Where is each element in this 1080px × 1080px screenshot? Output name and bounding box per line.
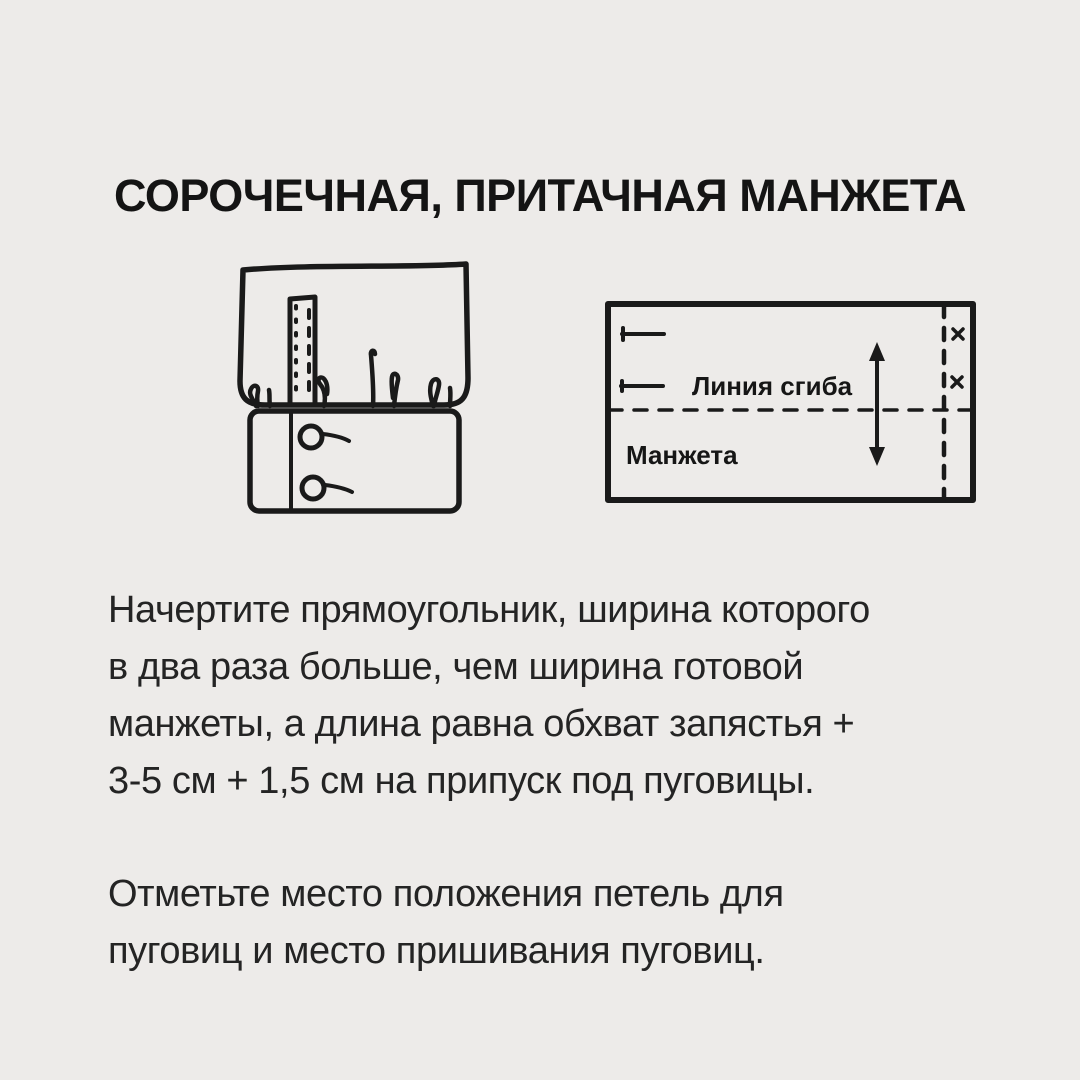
keyhole-buttonhole-icon [297, 423, 351, 451]
buttonhole-mark-icon [619, 379, 665, 393]
fold-line-label: Линия сгиба [692, 371, 853, 401]
text-line: пуговиц и место пришивания пуговиц. [108, 930, 765, 972]
instruction-paragraph-2: Отметьте место положения петель для пуго… [108, 866, 1008, 980]
instruction-paragraph-1: Начертите прямоугольник, ширина которого… [108, 582, 1008, 810]
text-line: Отметьте место положения петель для [108, 873, 784, 915]
button-x-mark-icon [951, 327, 965, 341]
button-x-mark-icon [950, 375, 964, 389]
buttonhole-mark-icon [620, 326, 666, 342]
keyhole-buttonhole-icon [299, 474, 354, 502]
page-title: СОРОЧЕЧНАЯ, ПРИТАЧНАЯ МАНЖЕТА [113, 170, 967, 221]
text-line: 3-5 см + 1,5 см на припуск под пуговицы. [108, 760, 815, 802]
gather-squiggles [247, 348, 453, 409]
placket-strip [287, 294, 318, 407]
cuff-pattern-drawing: Линия сгиба Манжета [605, 301, 976, 503]
cuff-label: Манжета [626, 440, 738, 470]
width-arrow-icon [869, 342, 885, 466]
sleeve-outline [237, 261, 471, 408]
text-line: в два раза больше, чем ширина готовой [108, 646, 804, 688]
text-line: манжеты, а длина равна обхват запястья + [108, 703, 855, 745]
pattern-rectangle [605, 301, 976, 503]
text-line: Начертите прямоугольник, ширина которого [108, 589, 870, 631]
sleeve-cuff-drawing [237, 261, 471, 514]
cuff-rectangle [247, 408, 462, 514]
